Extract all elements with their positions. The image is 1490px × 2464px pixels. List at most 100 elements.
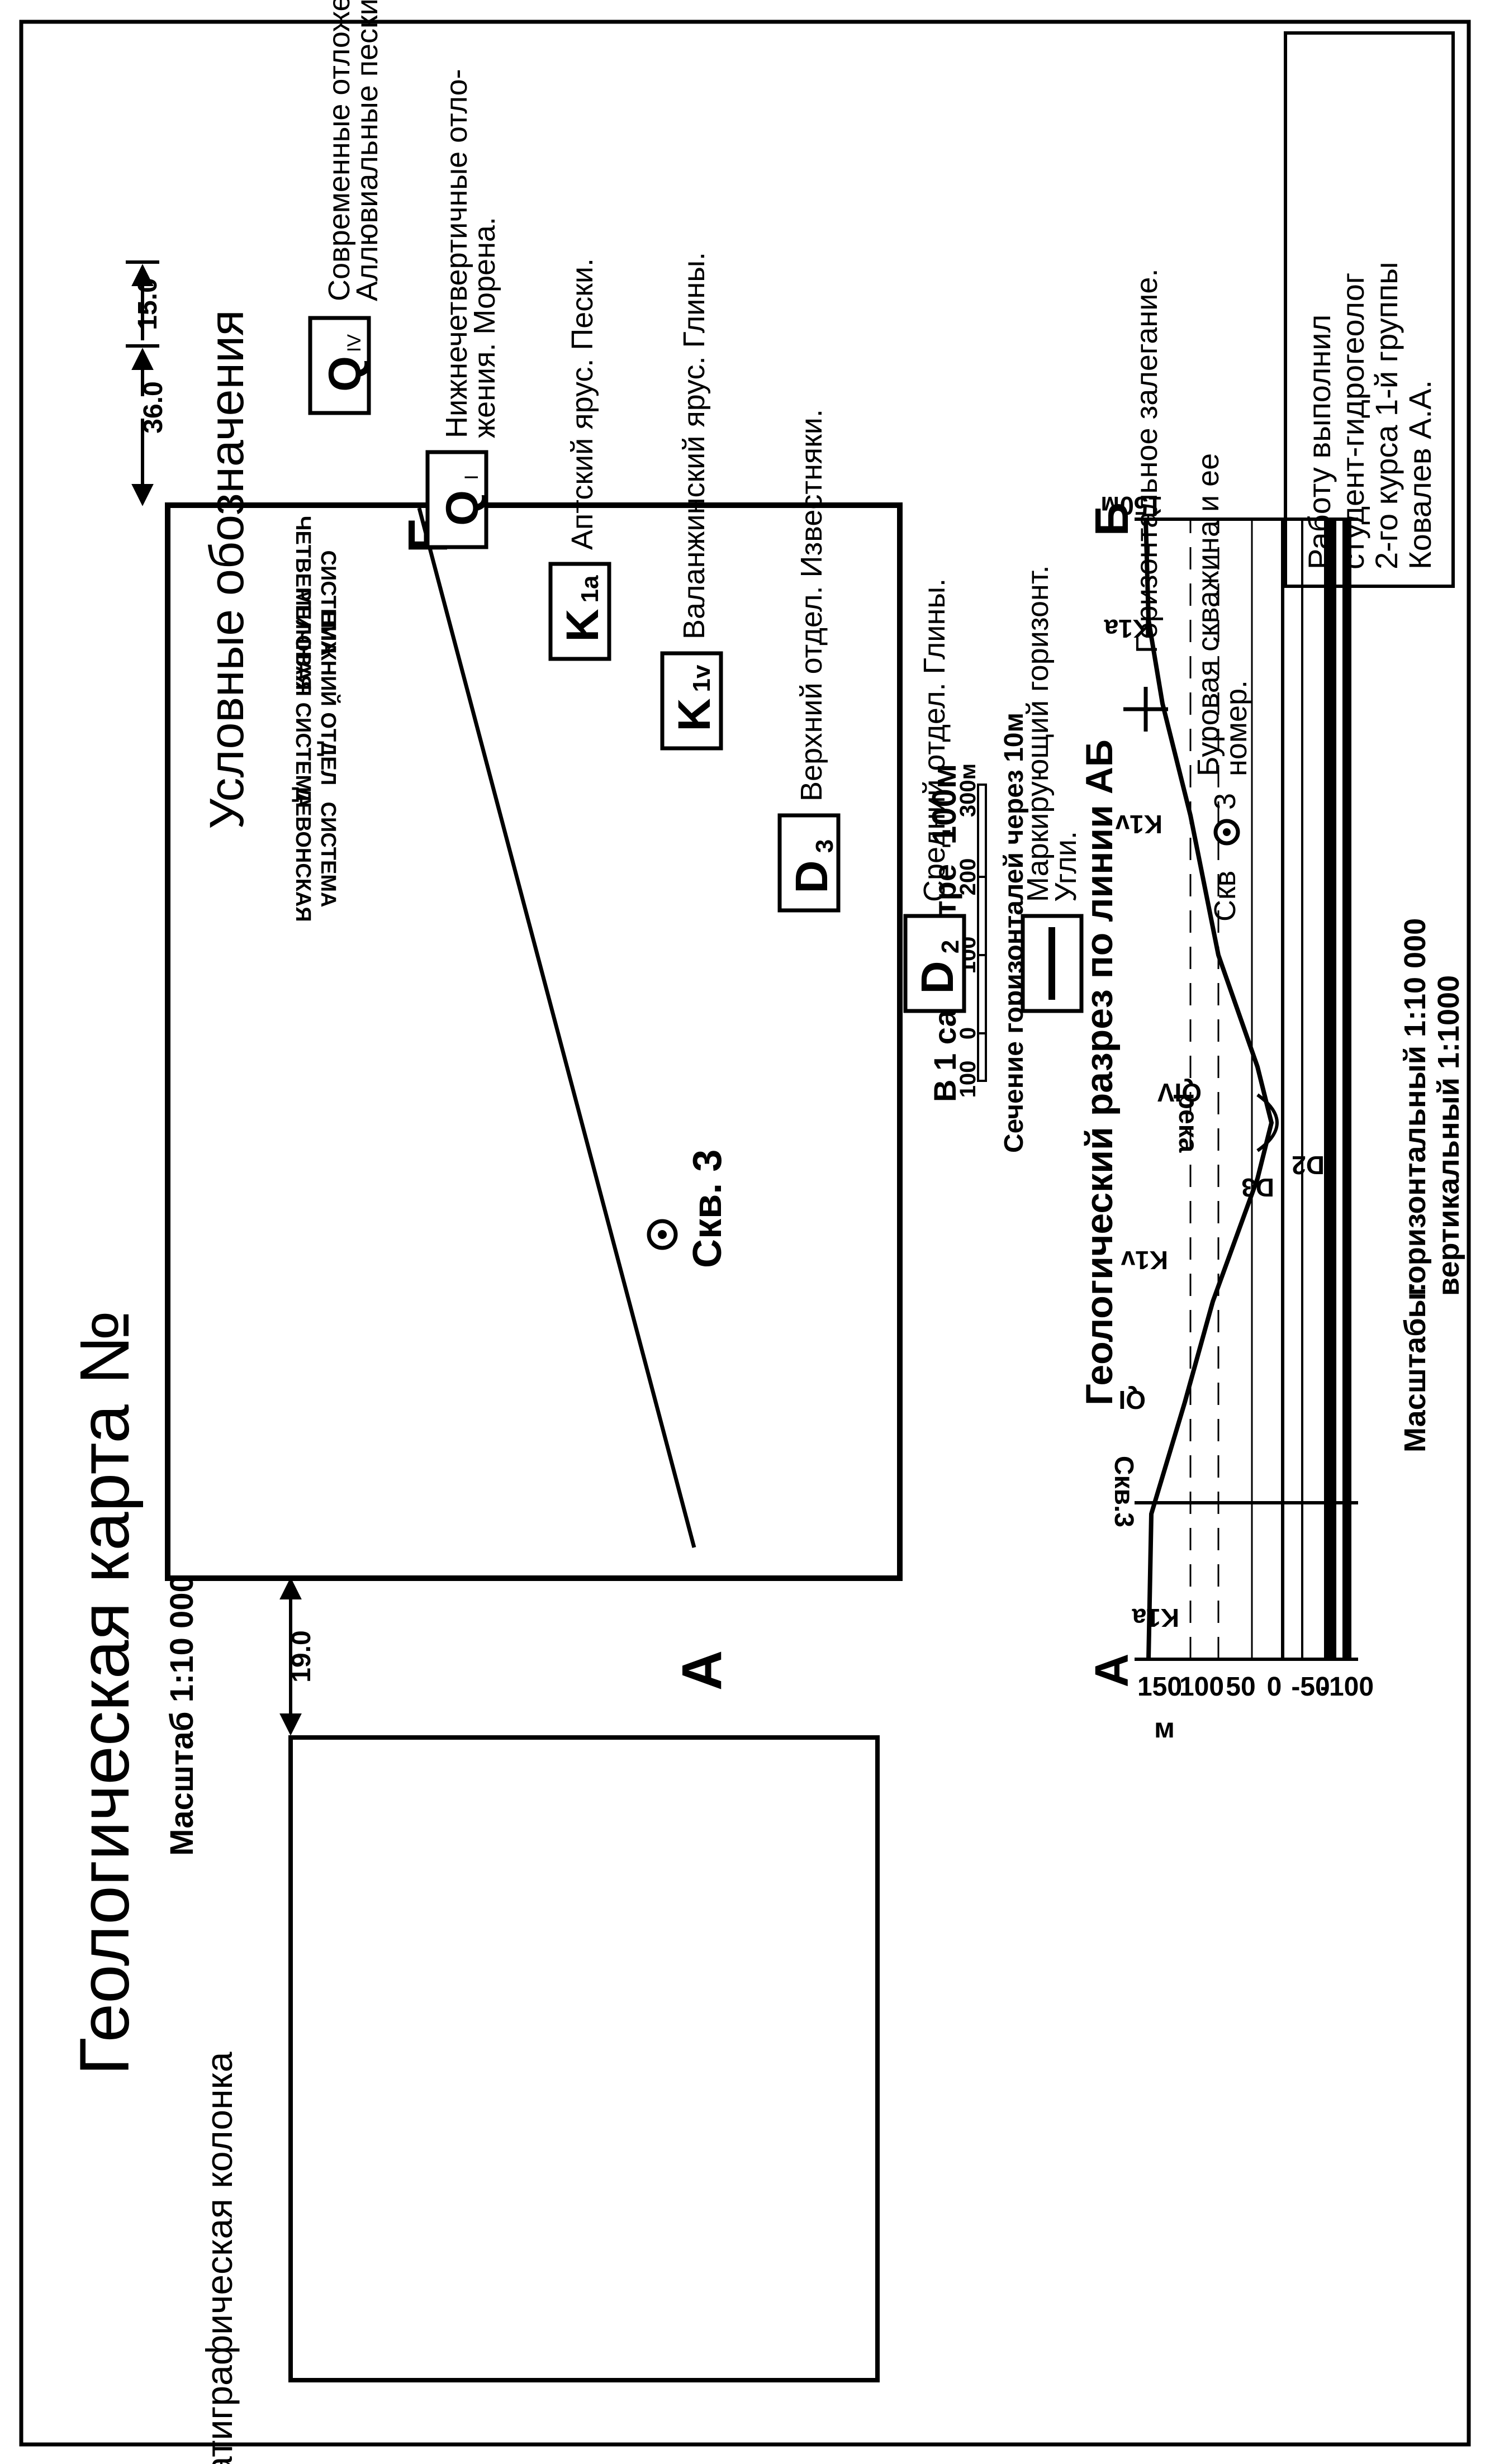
svg-text:D: D	[786, 860, 837, 893]
legend-text: номер.	[1219, 680, 1253, 776]
section-unit-label: D2	[1292, 1151, 1325, 1180]
scale-ticks: 100 0 100 200 300м	[956, 763, 980, 1098]
legend-item-marker-horizon: Маркирующий горизонт. Угли.	[1021, 565, 1084, 1013]
section-unit-label: K1a	[1132, 1603, 1179, 1632]
legend-text: Средний отдел. Глины.	[918, 578, 951, 902]
legend-text: Верхний отдел. Известняки.	[795, 409, 828, 801]
scale-tick: 100	[956, 1061, 980, 1098]
legend-group-quaternary: ЧЕТВЕРТИЧНАЯ СИСТЕМА	[291, 516, 340, 690]
section-axis-unit: м	[1154, 1712, 1175, 1744]
section-right-unit: 150м	[1100, 491, 1162, 520]
plus-icon	[1123, 687, 1168, 732]
author-line: Ковалев А.А.	[1402, 380, 1437, 569]
well-symbol-icon	[647, 1219, 678, 1250]
section-unit-label: K1a	[1104, 614, 1151, 643]
map-scale: Масштаб 1:10 000	[164, 1574, 200, 1855]
legend-text: Аптский ярус. Пески.	[566, 258, 599, 550]
section-axis-tick: 50	[1226, 1672, 1255, 1702]
strat-column-title: Стратиграфическая колонка	[198, 2052, 240, 2464]
legend-group-name: ДЕВОНСКАЯ	[291, 787, 315, 922]
legend-group-name: СИСТЕМА	[316, 550, 340, 656]
section-title: Геологический разрез по линии АБ	[1078, 739, 1121, 1406]
author-line: студент-гидрогеолог	[1335, 273, 1370, 569]
author-box	[1284, 31, 1455, 588]
section-drawing: А Б м 150 100 50 0 -50 -100 150м Скв.3 р…	[1085, 491, 1374, 1744]
svg-text:K: K	[557, 609, 608, 642]
section-unit-label: QIV	[1157, 1078, 1202, 1107]
legend-title: Условные обозначения	[200, 310, 254, 829]
dimension-19	[279, 1577, 302, 1736]
section-end-a: А	[1085, 1654, 1138, 1688]
point-a-label: А	[671, 1650, 733, 1691]
legend-text: Аллювиальные пески.	[350, 0, 384, 301]
section-axis-tick: -50	[1291, 1672, 1330, 1702]
scale-tick: 0	[956, 1027, 980, 1039]
section-unit-label: K1v	[1121, 1246, 1168, 1275]
section-well-label: Скв.3	[1109, 1456, 1138, 1527]
svg-text:2: 2	[937, 940, 964, 953]
section-line-ab	[417, 507, 696, 1548]
svg-text:Скв: Скв	[1208, 871, 1242, 922]
legend-item-k1v: K 1v Валанжинский ярус. Глины.	[660, 252, 723, 751]
legend-text: Маркирующий горизонт.	[1021, 565, 1055, 902]
section-axis-tick: 150	[1137, 1672, 1182, 1702]
legend-item-qiv: Q IV Современные отложения. Аллювиальные…	[308, 0, 384, 415]
svg-text:3: 3	[811, 839, 838, 853]
dim-19-label: 19.0	[287, 1630, 316, 1682]
scales-label: Масштабы:	[1398, 1282, 1432, 1452]
outer-frame	[19, 20, 1471, 2447]
svg-text:I: I	[461, 474, 482, 479]
section-unit-label: D3	[1241, 1173, 1274, 1202]
svg-text:3: 3	[1208, 793, 1242, 810]
section-axis-tick: 100	[1179, 1672, 1224, 1702]
svg-text:1a: 1a	[576, 575, 604, 602]
legend-item-borehole: Скв 3 Буровая скважина и ее номер.	[1192, 453, 1253, 922]
legend-group-name: МЕЛОВАЯ СИСТЕМА	[291, 588, 315, 808]
svg-text:IV: IV	[344, 334, 365, 352]
scales-horizontal: горизонтальный 1:10 000	[1398, 918, 1432, 1296]
legend-group-name: НИЖНИЙ ОТДЕЛ	[316, 611, 341, 786]
svg-text:K: K	[669, 698, 720, 731]
legend-group-devonian: ДЕВОНСКАЯ СИСТЕМА	[291, 787, 340, 922]
legend-group-name: ЧЕТВЕРТИЧНАЯ	[291, 516, 315, 690]
author-line: 2-го курса 1-й группы	[1369, 262, 1404, 569]
svg-text:Q: Q	[320, 356, 371, 392]
section-axis-tick: 0	[1267, 1672, 1282, 1702]
scale-bar	[977, 784, 987, 1082]
legend-group-name: СИСТЕМА	[316, 802, 340, 908]
svg-text:1v: 1v	[688, 664, 715, 692]
scale-tick: 200	[956, 858, 980, 896]
scale-tick: 300м	[956, 763, 980, 817]
dim-36-label: 36.0	[139, 381, 168, 433]
legend-text: Буровая скважина и ее	[1192, 453, 1225, 776]
map-frame	[165, 502, 903, 1581]
section-end-b: Б	[1085, 502, 1138, 536]
strat-column-box	[288, 1735, 880, 2382]
dim-15-label: 15.0	[133, 278, 163, 330]
map-title: Геологическая карта №	[66, 1310, 144, 2075]
map-well-label: Скв. 3	[685, 1150, 730, 1268]
legend-text: Современные отложения.	[322, 0, 356, 301]
section-river-label: река	[1173, 1093, 1203, 1153]
scale-heading-value: 100м	[926, 764, 963, 845]
legend-text: Нижнечетвертичные отло-	[440, 69, 473, 438]
legend-text: жения. Морена.	[468, 217, 501, 438]
legend-group-cretaceous: МЕЛОВАЯ СИСТЕМА НИЖНИЙ ОТДЕЛ	[291, 588, 341, 808]
legend-item-qi: Q I Нижнечетвертичные отло- жения. Морен…	[425, 69, 501, 549]
svg-text:Q: Q	[437, 490, 488, 526]
svg-text:D: D	[912, 961, 963, 994]
legend-text: Угли.	[1049, 831, 1083, 902]
scales-vertical: вертикальный 1:1000	[1432, 975, 1465, 1296]
legend-item-d3: D 3 Верхний отдел. Известняки.	[777, 409, 841, 913]
dimension-36	[126, 260, 159, 506]
legend-text: Валанжинский ярус. Глины.	[677, 252, 711, 639]
section-axis-tick: -100	[1320, 1672, 1374, 1702]
section-unit-label: QI	[1118, 1385, 1146, 1414]
legend-item-k1a: K 1a Аптский ярус. Пески.	[548, 258, 611, 661]
legend-item-d2: D 2 Средний отдел. Глины.	[903, 578, 966, 1013]
well-symbol-icon	[1213, 819, 1240, 846]
section-unit-label: K1v	[1115, 810, 1162, 839]
